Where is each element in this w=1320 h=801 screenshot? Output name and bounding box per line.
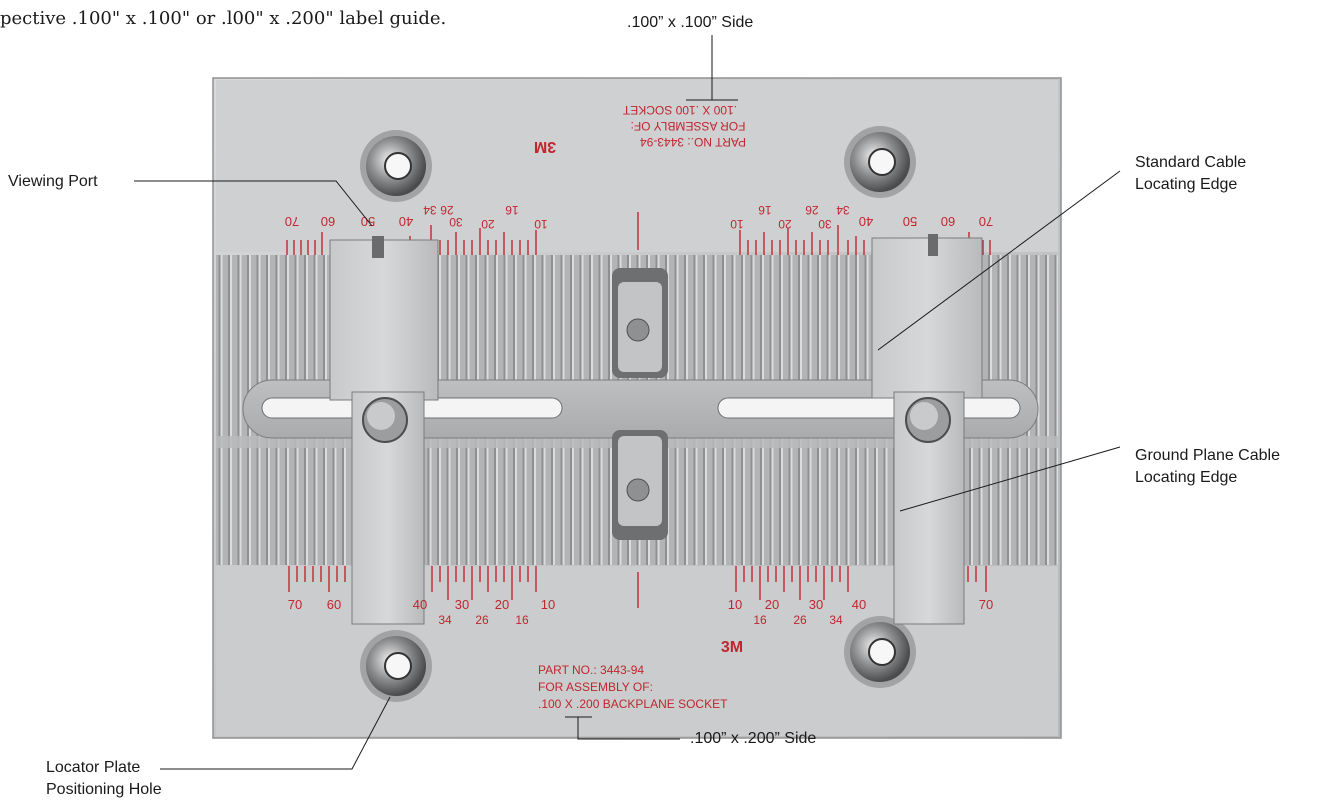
top-part-line: FOR ASSEMBLY OF: [631,119,746,133]
scale-label: 30 [809,597,823,612]
scale-label: 10 [534,217,548,231]
slide-bar [242,379,1039,439]
locator-plate-line: Positioning Hole [46,781,162,798]
top-part-line: PART NO.: 3443-94 [640,135,746,149]
top-part-line: .100 X .100 SOCKET [622,103,737,117]
scale-label: 10 [541,597,555,612]
bottom-plate-label: 3M PART NO.: 3443-94 FOR ASSEMBLY OF: .1… [538,639,743,711]
viewing-port [372,236,384,258]
scale-label: 26 [475,613,489,627]
standard-cable-line: Locating Edge [1135,176,1238,193]
scale-label: 50 [903,214,917,229]
center-slider [612,268,668,540]
scale-label: 60 [321,214,335,229]
scale-label: 10 [728,597,742,612]
bottom-part-line: PART NO.: 3443-94 [538,663,644,677]
scale-label: 10 [730,217,744,231]
scale-label: 20 [778,217,792,231]
logo-3m-bottom: 3M [721,639,743,656]
top-side-callout: .100” x .100” Side [627,14,754,31]
scale-label: 16 [515,613,529,627]
intro-text: pective .100" x .100" or .l00" x .200" l… [0,8,447,29]
right-locator [871,234,983,625]
scale-label: 16 [753,613,767,627]
scale-label: 26 [793,613,807,627]
leader-lines [134,35,1121,770]
scale-label: 70 [979,214,993,229]
bottom-scale-numbers: 70 60 40 30 20 10 34 26 16 10 20 30 40 7… [288,597,993,627]
bottom-part-line: .100 X .200 BACKPLANE SOCKET [538,697,728,711]
top-scale-numbers: 70 60 50 40 34 30 26 20 16 10 10 16 20 2… [285,203,993,231]
scale-label: 26 [440,203,454,217]
standard-cable-line: Standard Cable [1135,154,1247,171]
scale-label: 30 [449,215,463,229]
scale-label: 40 [399,214,413,229]
logo-3m-top: 3M [534,138,556,155]
ground-plane-line: Locating Edge [1135,469,1238,486]
standard-cable-callout: Standard Cable Locating Edge [1135,152,1246,196]
top-plate-label: .100 X .100 SOCKET FOR ASSEMBLY OF: PART… [534,103,746,155]
scale-label: 40 [859,214,873,229]
scale-label: 34 [836,203,850,217]
scale-label: 40 [852,597,866,612]
scale-label: 70 [285,214,299,229]
scale-label: 34 [829,613,843,627]
scale-label: 20 [481,217,495,231]
scale-label: 70 [979,597,993,612]
left-locator [329,236,439,625]
scale-label: 30 [455,597,469,612]
mounting-holes [360,126,916,702]
scale-label: 40 [413,597,427,612]
viewing-port-callout: Viewing Port [8,173,98,190]
ground-plane-line: Ground Plane Cable [1135,447,1280,464]
scale-label: 60 [941,214,955,229]
scale-label: 16 [505,203,519,217]
scale-label: 20 [765,597,779,612]
ground-plane-callout: Ground Plane Cable Locating Edge [1135,445,1280,489]
bottom-part-line: FOR ASSEMBLY OF: [538,680,653,694]
scale-label: 34 [438,613,452,627]
scale-label: 60 [327,597,341,612]
locator-plate-line: Locator Plate [46,759,141,776]
scale-label: 34 [423,203,437,217]
scale-label: 26 [805,203,819,217]
scale-label: 70 [288,597,302,612]
scale-label: 30 [818,217,832,231]
bottom-side-callout: .100” x .200” Side [690,730,817,747]
scale-label: 16 [758,203,772,217]
locator-plate-callout: Locator Plate Positioning Hole [46,757,162,801]
scale-label: 20 [495,597,509,612]
